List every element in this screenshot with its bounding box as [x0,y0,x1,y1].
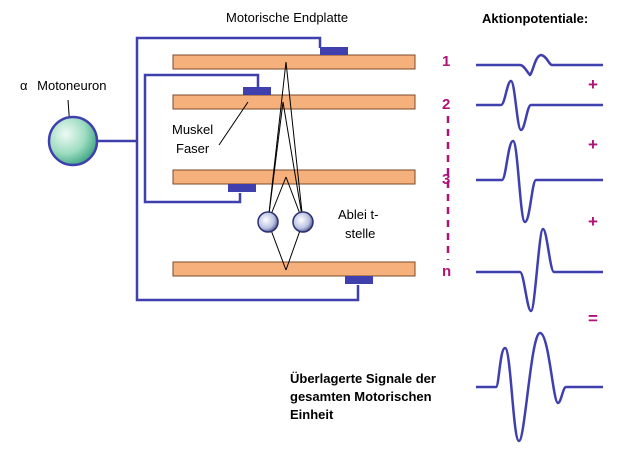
endplate-fiber-3 [228,184,256,192]
waveform-fiber-2 [476,79,603,132]
field-lines [267,61,304,271]
electrode-label-line2: stelle [345,226,375,241]
operator-plus-1: + [588,75,598,94]
endplate-label: Motorische Endplatte [226,10,348,25]
muscle-fiber-label-line1: Muskel [172,122,213,137]
summary-line3: Einheit [290,407,334,422]
muscle-fiber-n [172,261,416,277]
fiber-number-n: n [442,263,451,280]
axon-branches [97,36,360,302]
summary-line1: Überlagerte Signale der [290,371,436,386]
motor-endplates [228,47,373,284]
waveform-fiber-3 [476,139,603,224]
endplate-fiber-2 [243,87,271,95]
motoneuron-cell-body [47,115,99,167]
electrode-label-line1: Ablei t- [338,207,378,222]
electrode-left [257,211,279,233]
action-potential-waveforms [476,53,603,443]
operator-plus-3: + [588,212,598,231]
electrode-right [292,211,314,233]
endplate-fiber-1 [320,47,348,55]
muscle-fibers [172,54,416,277]
waveform-fiber-1 [476,53,603,77]
action-potentials-heading: Aktionpotentiale: [482,11,588,26]
waveform-fiber-n [476,227,603,313]
muscle-fiber-label-line2: Faser [176,141,210,156]
muscle-fiber-3 [172,169,416,185]
operator-equals: = [588,309,598,328]
muscle-fiber-1 [172,54,416,70]
fiber-number-3: 3 [442,171,450,188]
muscle-fiber-2 [172,94,416,110]
fiber-number-1: 1 [442,53,450,70]
muscle-fiber-pointer [218,101,249,146]
summary-line2: gesamten Motorischen [290,389,432,404]
waveform-summed [476,331,603,443]
operator-plus-2: + [588,135,598,154]
svg-text:α Motoneuron: α Motoneuron [20,78,107,93]
motoneuron-label: Motoneuron [37,78,106,93]
alpha-symbol: α [20,78,28,93]
fiber-number-2: 2 [442,96,450,113]
endplate-fiber-n [345,276,373,284]
